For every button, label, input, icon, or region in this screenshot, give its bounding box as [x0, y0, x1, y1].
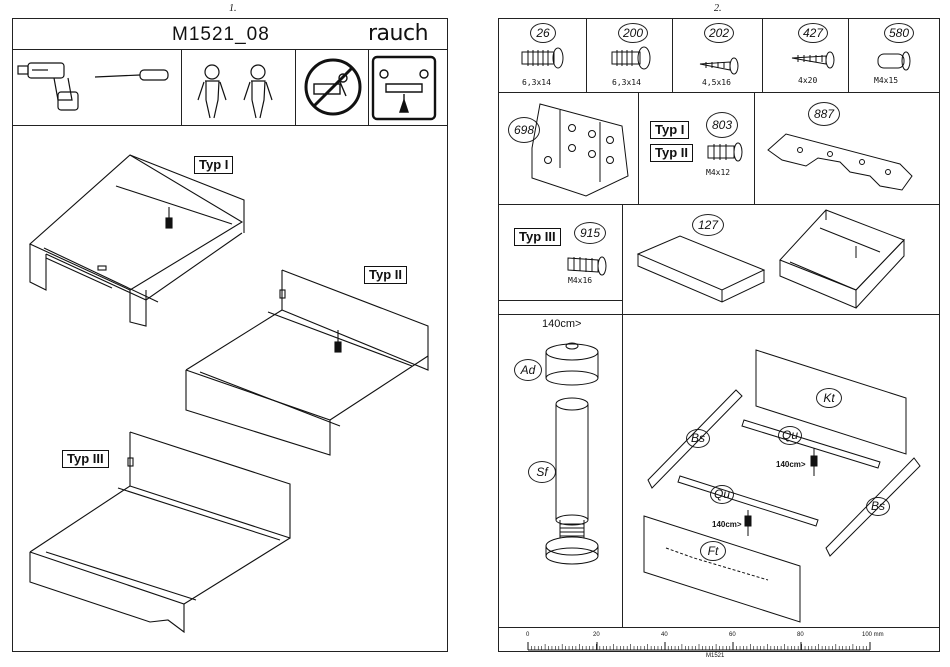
screw-26-icon — [522, 48, 563, 68]
screw-202-icon — [700, 58, 738, 74]
ruler-label-100: 100 mm — [862, 632, 884, 638]
ruler-label-80: 80 — [797, 632, 804, 638]
screw-427-icon — [792, 52, 834, 68]
ruler-code: M1521 — [706, 653, 724, 659]
screw-200-icon — [612, 47, 650, 69]
small-bed-icon — [780, 210, 904, 308]
connector-580-icon — [878, 52, 910, 70]
ruler-label-0: 0 — [526, 632, 529, 638]
bed-assembly-diagram — [644, 350, 920, 622]
screw-803-icon — [708, 143, 742, 161]
fitting-887-icon — [768, 134, 912, 190]
ruler-minor-ticks — [528, 644, 870, 650]
ruler-label-20: 20 — [593, 632, 600, 638]
ruler-label-40: 40 — [661, 632, 668, 638]
adjustable-foot-icon — [546, 343, 598, 564]
ruler-label-60: 60 — [729, 632, 736, 638]
screw-915-icon — [568, 257, 606, 275]
bracket-698-icon — [532, 104, 628, 196]
board-127-icon — [638, 236, 764, 302]
